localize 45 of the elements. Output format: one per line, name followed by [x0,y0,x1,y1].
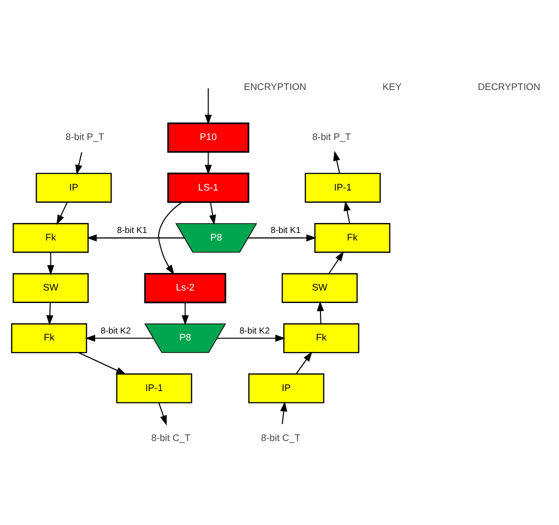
arrow [46,302,54,325]
arrow [217,334,286,342]
node-box: P10 [167,122,250,152]
node-box: Ls-2 [144,272,226,303]
arrow [204,152,212,174]
node-text: 8-bit P_T [66,132,104,143]
node-text: 8-bit C_T [151,432,190,444]
arrow [56,202,68,224]
arrow [248,234,316,241]
node-box: IP [36,172,112,202]
arrow [86,234,184,241]
edge-label: 8-bit K1 [270,224,301,234]
node-box: Fk [314,222,390,252]
node-text: 8-bit C_T [261,432,300,444]
arrow [328,250,344,274]
node-box: SW [12,272,89,302]
arrow [47,252,54,275]
node-box: IP-1 [116,372,192,403]
edge-label: 8-bit K1 [116,224,148,234]
label: ENCRYPTION [244,81,306,92]
arrow [344,200,351,224]
arrow [78,352,126,374]
node-box: Fk [12,222,89,252]
arrow [182,302,189,325]
arrow [209,202,216,225]
arrow [158,201,182,274]
node-box: IP-1 [304,172,381,202]
arrow [75,152,82,174]
arrow [204,88,212,124]
node-text: 8-bit P_T [312,132,351,143]
node-box: Fk [11,322,88,353]
label: KEY [382,81,402,92]
label: DECRYPTION [478,81,540,92]
node-box: Fk [283,322,360,353]
node-box: SW [282,272,358,302]
arrow [316,300,324,324]
edge-label: 8-bit K2 [100,324,131,335]
edge-label: 8-bit K2 [240,324,270,335]
arrow [85,334,154,342]
node-box: IP [248,372,324,403]
arrow [280,400,288,424]
arrow [333,150,340,173]
arrow [296,351,312,374]
node-box: LS-1 [167,172,250,202]
arrow [158,402,167,426]
